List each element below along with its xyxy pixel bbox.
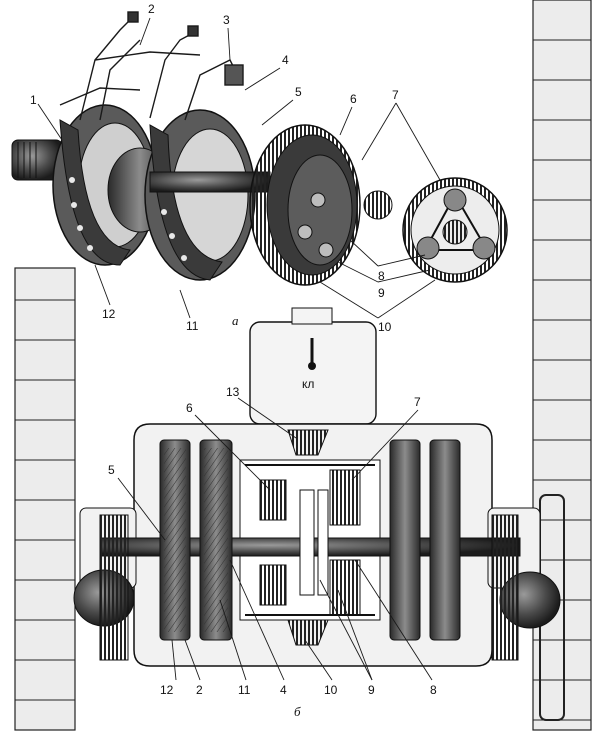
engine-shaft-top — [291, 307, 333, 325]
callout-b-2: 2 — [196, 683, 203, 697]
callout-6: 6 — [350, 92, 357, 106]
callout-b-11: 11 — [238, 683, 251, 697]
callout-b-5: 5 — [108, 463, 115, 477]
engine-block — [249, 321, 377, 425]
callout-5: 5 — [295, 85, 302, 99]
planetary-inset — [402, 177, 508, 283]
callout-4: 4 — [282, 53, 289, 67]
bevel-pinion — [363, 190, 393, 220]
callout-1: 1 — [30, 93, 37, 107]
callout-b-7: 7 — [414, 395, 421, 409]
schematic: кл — [73, 307, 561, 719]
callout-b-6: 6 — [186, 401, 193, 415]
brake-drum-right-a — [389, 439, 421, 641]
ring-gear-lower — [329, 559, 361, 616]
sun-gear-upper — [259, 479, 287, 521]
callout-12: 12 — [102, 307, 116, 321]
carrier — [299, 489, 315, 596]
callout-2: 2 — [148, 2, 155, 16]
gauge-knob — [308, 362, 316, 370]
left-final-gear — [99, 514, 129, 661]
callout-10: 10 — [378, 320, 392, 334]
gauge-label: кл — [302, 377, 314, 391]
callout-b-13: 13 — [226, 385, 240, 399]
callout-b-8: 8 — [430, 683, 437, 697]
callout-b-12: 12 — [160, 683, 174, 697]
leaders-part-b — [117, 397, 433, 681]
mechanism-illustration — [11, 11, 508, 319]
brake-lining-12 — [164, 448, 186, 632]
callout-8: 8 — [378, 269, 385, 283]
callout-b-10: 10 — [324, 683, 338, 697]
bevel-gear-lower — [287, 619, 329, 646]
carrier-plate — [317, 489, 329, 596]
callouts-part-a: 1 2 3 4 5 6 7 8 9 10 11 12 а — [30, 2, 399, 334]
ring-gear — [249, 124, 361, 286]
part-a-label: а — [232, 313, 239, 328]
brake-drum-right-b — [429, 439, 461, 641]
bevel-gear-13 — [287, 429, 329, 456]
callout-3: 3 — [223, 13, 230, 27]
brake-lining-11 — [204, 448, 228, 632]
left-track — [14, 267, 76, 731]
ring-gear-upper — [329, 469, 361, 526]
callout-9: 9 — [378, 286, 385, 300]
control-linkage — [59, 11, 244, 121]
callout-b-9: 9 — [368, 683, 375, 697]
part-b-label: б — [294, 704, 301, 719]
callout-7: 7 — [392, 88, 399, 102]
brake-band-right — [144, 109, 256, 281]
right-final-gear — [491, 514, 519, 661]
leaders-part-a — [37, 17, 441, 319]
callout-b-4: 4 — [280, 683, 287, 697]
callouts-part-b: 13 6 7 5 12 2 11 4 10 9 8 б — [108, 385, 437, 719]
sun-gear-lower — [259, 564, 287, 606]
callout-11: 11 — [186, 319, 199, 333]
